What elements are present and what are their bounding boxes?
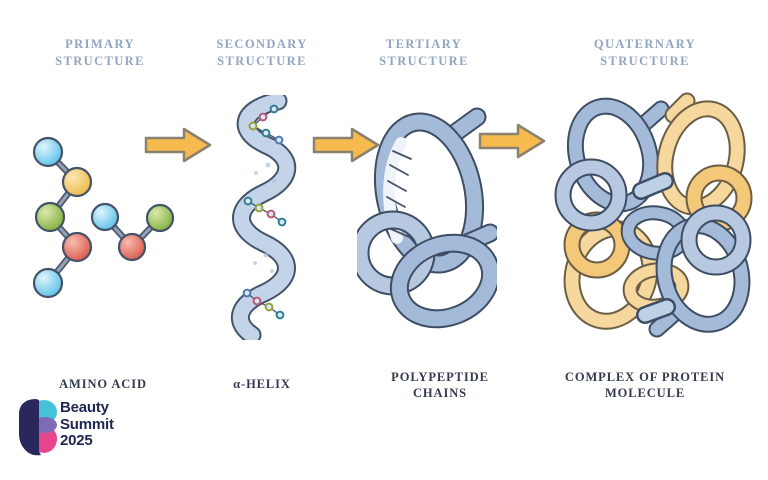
- column-header-primary: PRIMARY STRUCTURE: [55, 37, 145, 68]
- logo-line-2: Summit: [60, 415, 114, 433]
- amino-acid-illustration: [32, 136, 175, 299]
- caption-polypeptide: POLYPEPTIDE CHAINS: [391, 370, 489, 400]
- logo-line-1: Beauty: [60, 399, 109, 416]
- logo-text: Beauty Summit 2025: [60, 399, 114, 450]
- logo-line-3: 2025: [60, 432, 93, 449]
- caption-protein-complex: COMPLEX OF PROTEIN MOLECULE: [564, 370, 726, 400]
- column-header-quaternary: QUATERNARY STRUCTURE: [593, 37, 697, 68]
- beauty-summit-logo: [19, 399, 57, 456]
- arrow-right-icon: [478, 123, 546, 159]
- arrow-right-icon: [144, 127, 212, 163]
- caption-alpha-helix: α-HELIX: [233, 377, 291, 391]
- polypeptide-chains-illustration: [357, 107, 497, 329]
- caption-amino-acid: AMINO ACID: [59, 377, 147, 391]
- column-header-tertiary: TERTIARY STRUCTURE: [379, 37, 469, 68]
- arrow-right-icon: [312, 127, 380, 163]
- column-header-secondary: SECONDARY STRUCTURE: [216, 37, 308, 68]
- protein-complex-illustration: [554, 92, 753, 338]
- alpha-helix-illustration: [230, 95, 297, 340]
